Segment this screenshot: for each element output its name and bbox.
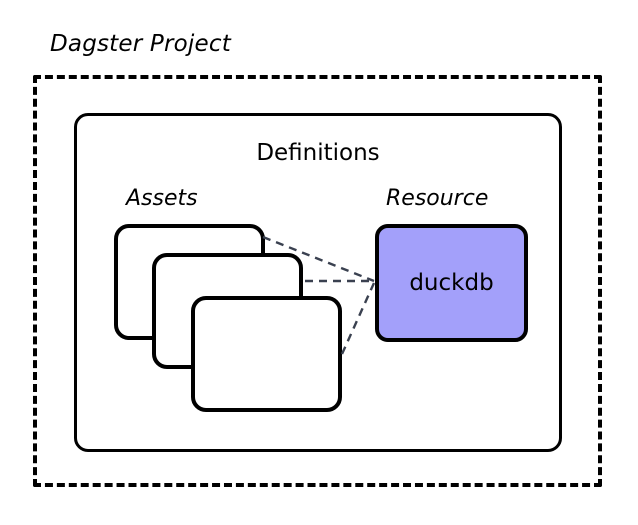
resource-section-label: Resource (386, 186, 489, 211)
asset-card[interactable] (191, 296, 342, 412)
resource-box-label: duckdb (409, 270, 494, 296)
project-boundary (33, 75, 602, 487)
definitions-label: Definitions (256, 140, 380, 166)
project-title: Dagster Project (50, 31, 231, 57)
resource-box-duckdb[interactable]: duckdb (375, 224, 528, 342)
assets-section-label: Assets (126, 186, 198, 211)
